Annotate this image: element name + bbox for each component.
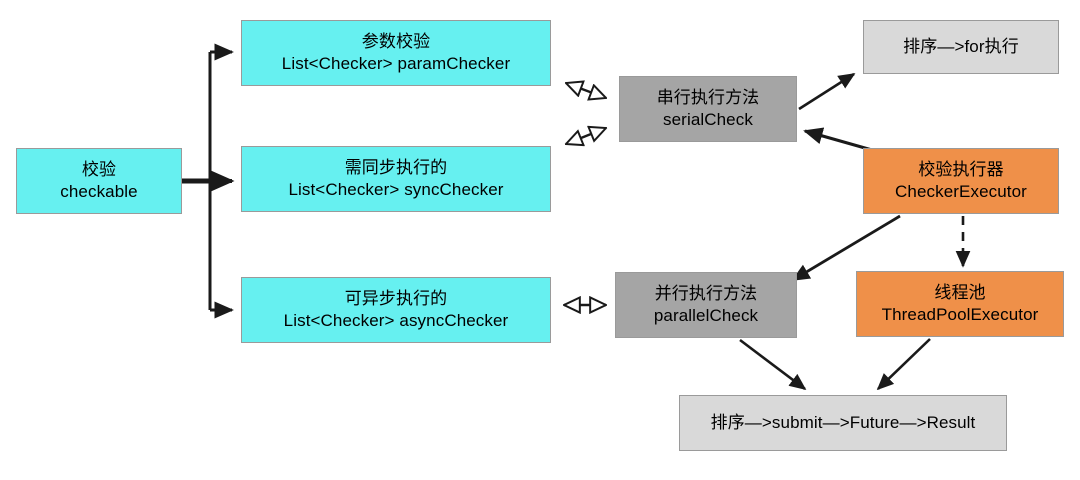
node-for-execution[interactable]: 排序—>for执行 xyxy=(863,20,1059,74)
edge-serial-forexec xyxy=(798,72,856,111)
edge-sync-serial xyxy=(566,128,606,144)
edge-parallel-result xyxy=(739,338,807,391)
node-serial-check[interactable]: 串行执行方法 serialCheck xyxy=(619,76,797,142)
node-for-execution-line1: 排序—>for执行 xyxy=(903,37,1019,57)
node-sync-checker-line2: List<Checker> syncChecker xyxy=(288,180,504,199)
edge-executor-serial xyxy=(803,127,873,152)
node-parallel-check-line1: 并行执行方法 xyxy=(654,284,758,304)
node-async-checker-line1: 可异步执行的 xyxy=(344,289,448,309)
node-checker-executor-line2: CheckerExecutor xyxy=(895,182,1027,201)
node-param-checker[interactable]: 参数校验 List<Checker> paramChecker xyxy=(241,20,551,86)
node-thread-pool-executor-line2: ThreadPoolExecutor xyxy=(881,305,1039,324)
node-param-checker-line1: 参数校验 xyxy=(361,32,431,52)
node-async-checker-line2: List<Checker> asyncChecker xyxy=(283,311,509,330)
edge-param-serial xyxy=(566,83,606,98)
node-thread-pool-executor-line1: 线程池 xyxy=(934,283,986,303)
node-serial-check-line2: serialCheck xyxy=(663,110,753,129)
node-submit-future-result-line1: 排序—>submit—>Future—>Result xyxy=(710,413,976,433)
node-async-checker[interactable]: 可异步执行的 List<Checker> asyncChecker xyxy=(241,277,551,343)
edge-threadpool-result xyxy=(876,338,931,391)
node-serial-check-line1: 串行执行方法 xyxy=(656,88,760,108)
node-checkable-line1: 校验 xyxy=(81,160,117,180)
node-checker-executor[interactable]: 校验执行器 CheckerExecutor xyxy=(863,148,1059,214)
node-submit-future-result[interactable]: 排序—>submit—>Future—>Result xyxy=(679,395,1007,451)
node-thread-pool-executor[interactable]: 线程池 ThreadPoolExecutor xyxy=(856,271,1064,337)
node-checker-executor-line1: 校验执行器 xyxy=(918,160,1004,180)
node-sync-checker[interactable]: 需同步执行的 List<Checker> syncChecker xyxy=(241,146,551,212)
node-param-checker-line2: List<Checker> paramChecker xyxy=(281,54,511,73)
node-parallel-check[interactable]: 并行执行方法 parallelCheck xyxy=(615,272,797,338)
node-checkable[interactable]: 校验 checkable xyxy=(16,148,182,214)
node-sync-checker-line1: 需同步执行的 xyxy=(344,158,448,178)
node-parallel-check-line2: parallelCheck xyxy=(653,306,759,325)
node-checkable-line2: checkable xyxy=(60,182,138,201)
